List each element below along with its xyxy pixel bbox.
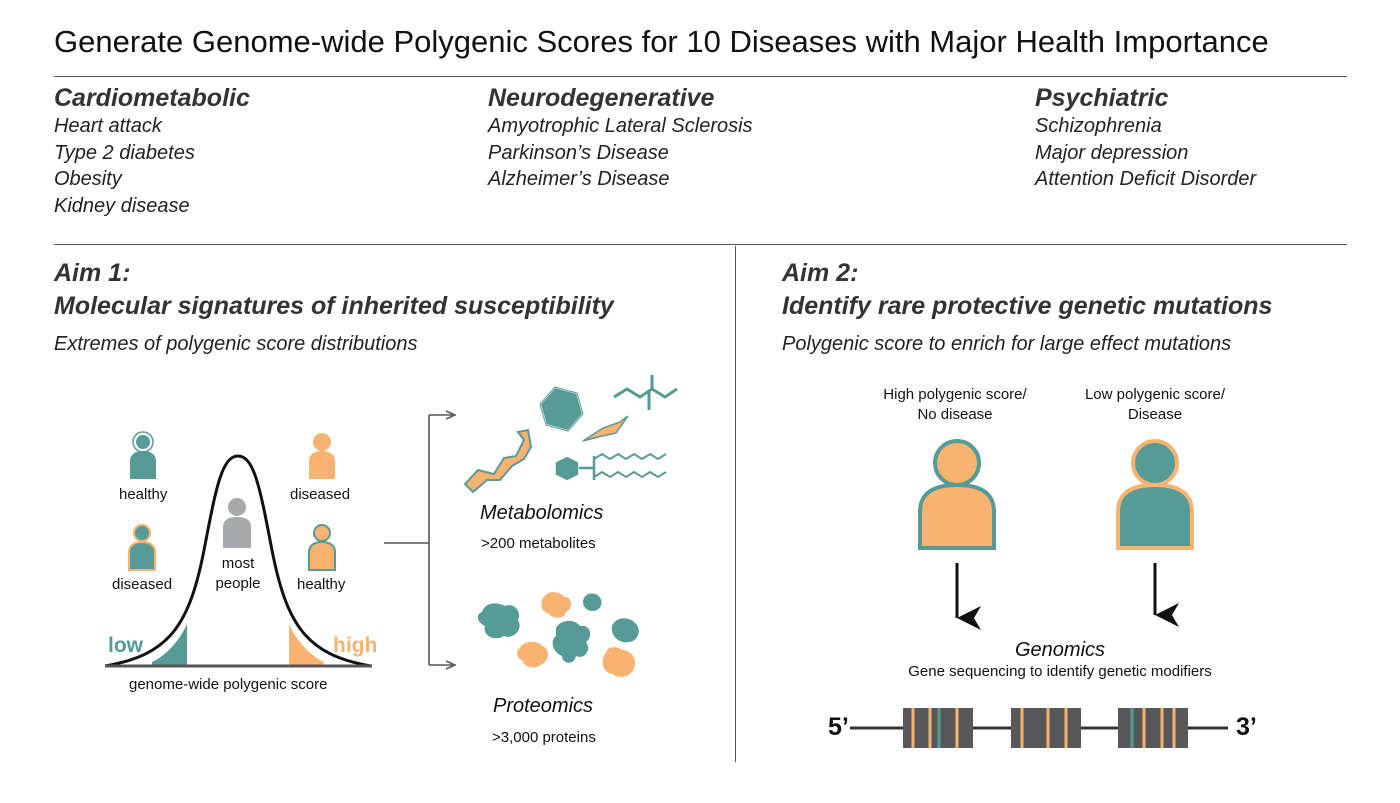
person-icon-most-people bbox=[223, 498, 251, 548]
aim1-subtitle: Extremes of polygenic score distribution… bbox=[54, 333, 418, 355]
aim1-heading: Aim 1: Molecular signatures of inherited… bbox=[54, 257, 614, 323]
category-neurodegenerative: Neurodegenerative Amyotrophic Lateral Sc… bbox=[488, 84, 753, 193]
three-prime-label: 3’ bbox=[1236, 713, 1257, 741]
category-cardiometabolic: Cardiometabolic Heart attack Type 2 diab… bbox=[54, 84, 250, 219]
metabolomics-count: >200 metabolites bbox=[481, 535, 596, 552]
genomics-label: Genomics bbox=[1014, 639, 1106, 661]
aim2-title: Identify rare protective genetic mutatio… bbox=[782, 292, 1273, 320]
category-heading: Psychiatric bbox=[1035, 84, 1169, 112]
aim2-subtitle: Polygenic score to enrich for large effe… bbox=[782, 333, 1232, 355]
group-label-low-score: Low polygenic score/ Disease bbox=[1084, 386, 1226, 423]
person-icon-diseased-right bbox=[309, 433, 335, 479]
disease-item: Type 2 diabetes bbox=[54, 141, 195, 164]
axis-label: genome-wide polygenic score bbox=[129, 676, 328, 693]
aim-divider bbox=[735, 246, 736, 762]
disease-item: Schizophrenia bbox=[1035, 115, 1162, 137]
label-low: low bbox=[108, 634, 143, 657]
person-icon-healthy-right bbox=[308, 524, 336, 571]
label-diseased-left: diseased bbox=[112, 576, 173, 593]
category-heading: Cardiometabolic bbox=[54, 84, 250, 112]
aim2-heading: Aim 2: Identify rare protective genetic … bbox=[782, 257, 1272, 323]
group-label-high-score: High polygenic score/ No disease bbox=[883, 386, 1027, 423]
high-tail-fill bbox=[289, 624, 324, 666]
disease-item: Kidney disease bbox=[54, 194, 190, 217]
disease-item: Obesity bbox=[54, 168, 122, 190]
label-diseased-right: diseased bbox=[290, 486, 351, 503]
bell-curve bbox=[104, 454, 372, 668]
five-prime-label: 5’ bbox=[828, 713, 849, 741]
label-most-people: most people bbox=[215, 555, 261, 592]
gene-diagram bbox=[850, 708, 1228, 748]
category-heading: Neurodegenerative bbox=[488, 84, 715, 112]
label-healthy-right: healthy bbox=[297, 576, 346, 593]
label-healthy-left: healthy bbox=[119, 486, 168, 503]
disease-item: Major depression bbox=[1035, 141, 1189, 164]
page-title: Generate Genome-wide Polygenic Scores fo… bbox=[54, 24, 1269, 59]
genomics-description: Gene sequencing to identify genetic modi… bbox=[908, 663, 1212, 680]
aim1-title: Molecular signatures of inherited suscep… bbox=[54, 292, 614, 320]
aim2-label: Aim 2: bbox=[782, 259, 859, 287]
disease-item: Heart attack bbox=[54, 115, 162, 137]
protein-icons bbox=[477, 592, 639, 677]
disease-item: Attention Deficit Disorder bbox=[1035, 168, 1257, 190]
person-icon-low-score-disease bbox=[1116, 439, 1194, 550]
person-icon-high-score-no-disease bbox=[918, 439, 996, 550]
proteomics-count: >3,000 proteins bbox=[492, 729, 596, 746]
disease-item: Alzheimer’s Disease bbox=[488, 168, 670, 190]
aim1-label: Aim 1: bbox=[54, 259, 131, 287]
label-high: high bbox=[333, 634, 378, 657]
person-icon-diseased-left bbox=[128, 524, 156, 571]
low-tail-fill bbox=[152, 624, 187, 666]
metabolomics-label: Metabolomics bbox=[480, 502, 604, 524]
category-psychiatric: Psychiatric Schizophrenia Major depressi… bbox=[1035, 84, 1256, 193]
person-icon-healthy-left bbox=[130, 431, 156, 479]
header-divider bbox=[54, 76, 1347, 77]
metabolite-icons bbox=[463, 375, 678, 494]
disease-item: Amyotrophic Lateral Sclerosis bbox=[488, 115, 753, 137]
section-divider bbox=[54, 244, 1347, 245]
proteomics-label: Proteomics bbox=[493, 695, 594, 717]
disease-item: Parkinson’s Disease bbox=[488, 141, 669, 164]
